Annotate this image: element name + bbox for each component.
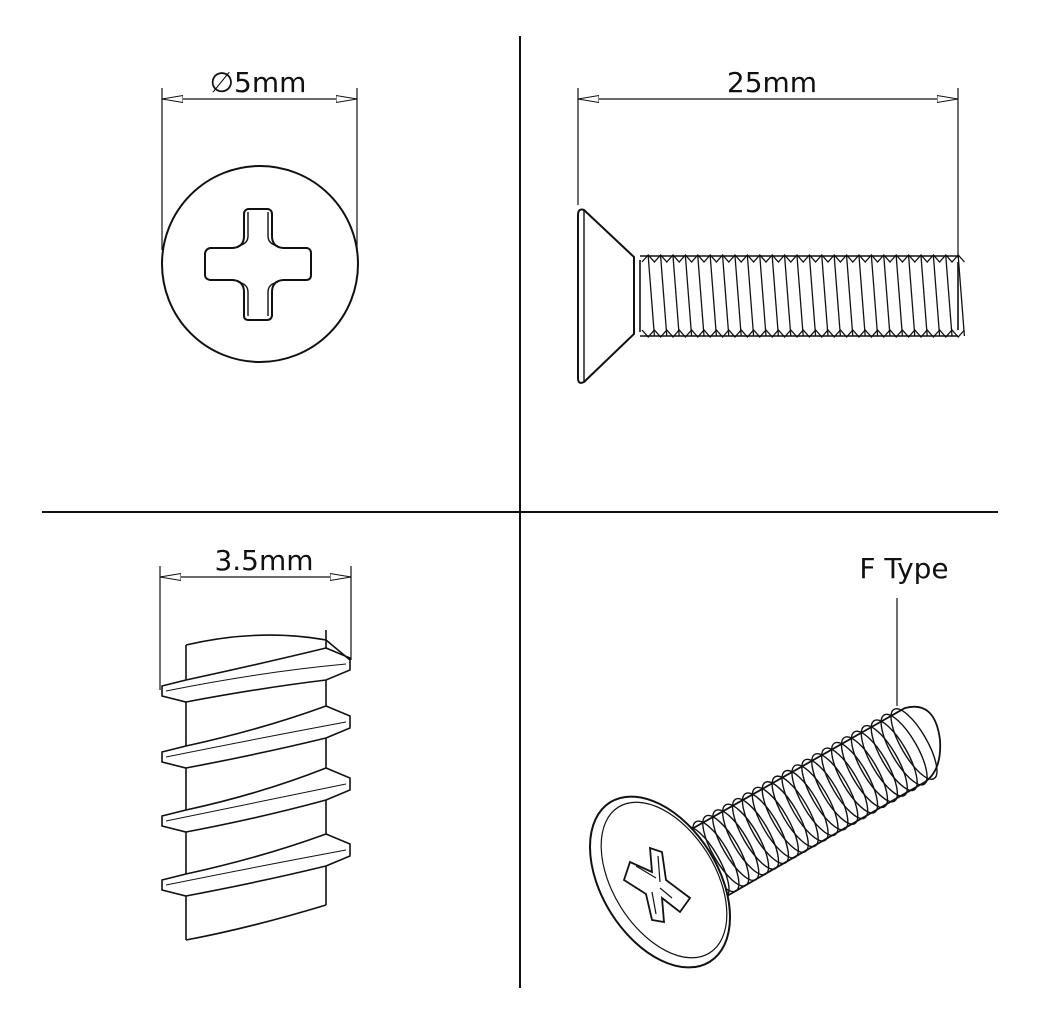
thread-ring bbox=[801, 758, 849, 831]
thread-crest-line bbox=[734, 255, 742, 337]
screw-perspective-view: F Type bbox=[588, 552, 949, 969]
thread-tooth-crest bbox=[165, 783, 347, 822]
thread-ring bbox=[781, 769, 829, 842]
thread-crest-line bbox=[709, 255, 718, 337]
thread-crest-line bbox=[796, 255, 804, 337]
thread-ring bbox=[860, 724, 908, 797]
thread-crest-line bbox=[721, 255, 730, 337]
thread-ring bbox=[791, 764, 839, 837]
thread-ring bbox=[870, 719, 918, 792]
thread-top-edge bbox=[641, 254, 965, 263]
pitch-dimension: 3.5mm bbox=[159, 544, 352, 690]
thread-ring bbox=[741, 792, 790, 865]
thread-crest-line bbox=[746, 255, 755, 337]
thread-crest-line bbox=[845, 255, 854, 337]
thread-tooth-crest bbox=[165, 663, 347, 692]
quadrant-dividers bbox=[42, 36, 998, 988]
thread-crest-line bbox=[659, 255, 668, 337]
thread-top-cut bbox=[185, 634, 351, 661]
thread-ring bbox=[751, 786, 799, 859]
thread-crest-line bbox=[808, 255, 817, 337]
thread-ring bbox=[830, 741, 879, 814]
thread-crest-line bbox=[957, 255, 966, 337]
thread-ring bbox=[702, 814, 750, 887]
thread-tooth bbox=[161, 767, 351, 833]
thread-ring bbox=[840, 736, 889, 809]
thread-ring bbox=[821, 747, 869, 820]
thread-crest-line bbox=[697, 255, 705, 337]
countersunk-head bbox=[577, 208, 635, 384]
thread-crest-line bbox=[672, 255, 680, 337]
thread-ring bbox=[880, 713, 928, 786]
length-dimension: 25mm bbox=[577, 66, 959, 258]
head-diameter-dimension: ∅5mm bbox=[161, 66, 358, 250]
type-label: F Type bbox=[859, 552, 948, 585]
perspective-head bbox=[588, 795, 732, 969]
thread-tooth-crest bbox=[165, 849, 347, 886]
thread-tooth-crest bbox=[165, 721, 347, 758]
thread-ring bbox=[890, 708, 938, 780]
thread-crest-line bbox=[783, 255, 792, 337]
thread-crest-line bbox=[833, 255, 842, 337]
thread-crest-line bbox=[771, 255, 780, 337]
thread-crest-line bbox=[684, 255, 693, 337]
thread-crest-line bbox=[945, 255, 953, 337]
thread-bottom-edge bbox=[641, 329, 965, 338]
thread-crest-line bbox=[821, 255, 829, 337]
phillips-cross-icon bbox=[204, 208, 312, 321]
pitch-label: 3.5mm bbox=[214, 544, 313, 577]
thread-ring bbox=[712, 809, 760, 882]
phillips-recess-icon bbox=[622, 846, 692, 924]
thread-crest-line bbox=[895, 255, 904, 337]
thread-crest-line bbox=[858, 255, 866, 337]
thread-crest-line bbox=[920, 255, 928, 337]
screw-head-circle bbox=[161, 165, 359, 363]
thread-ring bbox=[771, 775, 819, 848]
thread-profile bbox=[161, 630, 351, 941]
thread-ring bbox=[850, 730, 899, 803]
thread-ring bbox=[811, 753, 859, 825]
thread-ring bbox=[721, 803, 770, 876]
head-top-view: ∅5mm bbox=[161, 66, 359, 363]
thread-crest-line bbox=[883, 255, 891, 337]
thread-crest-line bbox=[932, 255, 941, 337]
thread-crest-line bbox=[870, 255, 879, 337]
thread-crest-line bbox=[647, 255, 656, 337]
thread-ring bbox=[761, 781, 809, 853]
head-diameter-label: ∅5mm bbox=[210, 66, 307, 99]
thread-tooth bbox=[161, 705, 351, 769]
length-label: 25mm bbox=[727, 66, 817, 99]
thread-crest-line bbox=[907, 255, 916, 337]
thread-crest-line bbox=[759, 255, 767, 337]
thread-ring bbox=[731, 797, 780, 870]
thread-detail-view: 3.5mm bbox=[159, 544, 352, 941]
thread-shank bbox=[639, 254, 966, 338]
screw-side-view: 25mm bbox=[577, 66, 966, 384]
thread-tooth bbox=[161, 833, 351, 897]
